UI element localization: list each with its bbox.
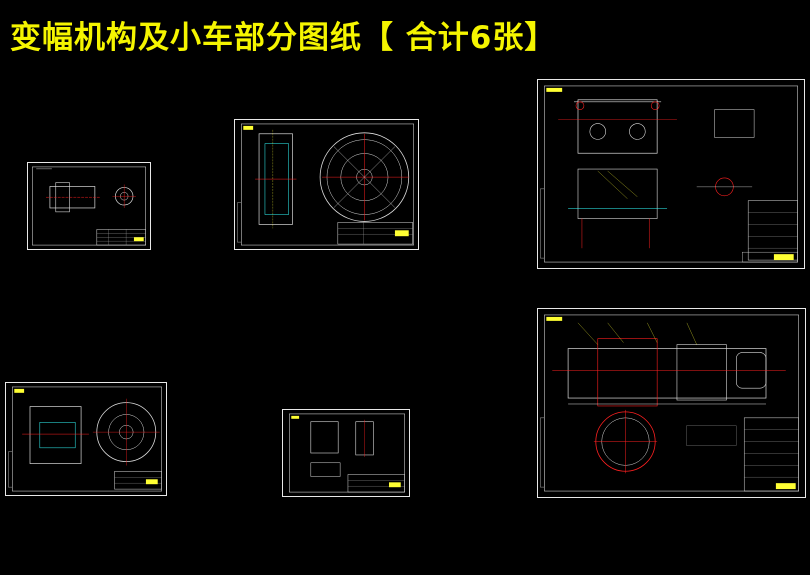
luffing-mechanism-assembly	[540, 314, 799, 492]
shaft-drawing	[32, 166, 146, 246]
drawing-sheet-6[interactable]	[537, 308, 806, 498]
drawing-sheet-1[interactable]	[27, 162, 151, 250]
page-title: 变幅机构及小车部分图纸【 合计6张】	[10, 20, 557, 56]
drawing-sheet-2[interactable]	[234, 119, 419, 250]
drawing-sheet-5[interactable]	[282, 409, 410, 497]
drawing-sheet-3[interactable]	[537, 79, 805, 269]
wheel-drawing	[237, 123, 414, 246]
drum-drawing	[8, 386, 162, 492]
drawing-sheet-4[interactable]	[5, 382, 167, 496]
trolley-assembly	[540, 85, 798, 263]
part-detail	[289, 413, 405, 493]
